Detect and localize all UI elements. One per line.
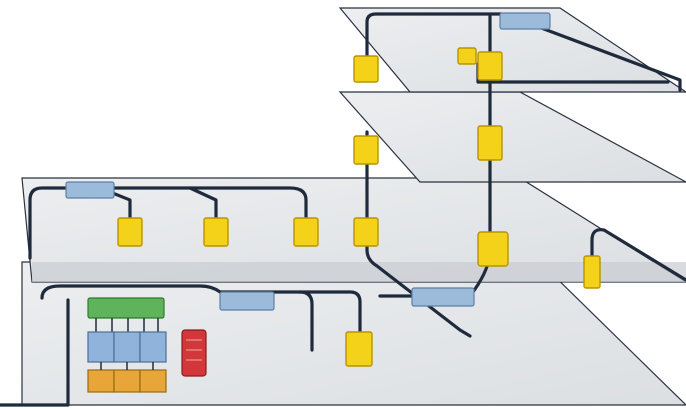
red-equipment-icon [181,329,207,377]
network-outlet-icon [117,47,601,367]
patch-panel-icon [87,297,165,332]
top-floor [338,7,686,93]
server-rack-icon [87,331,167,393]
network-hub-icon [65,12,551,311]
third-floor [338,91,686,183]
